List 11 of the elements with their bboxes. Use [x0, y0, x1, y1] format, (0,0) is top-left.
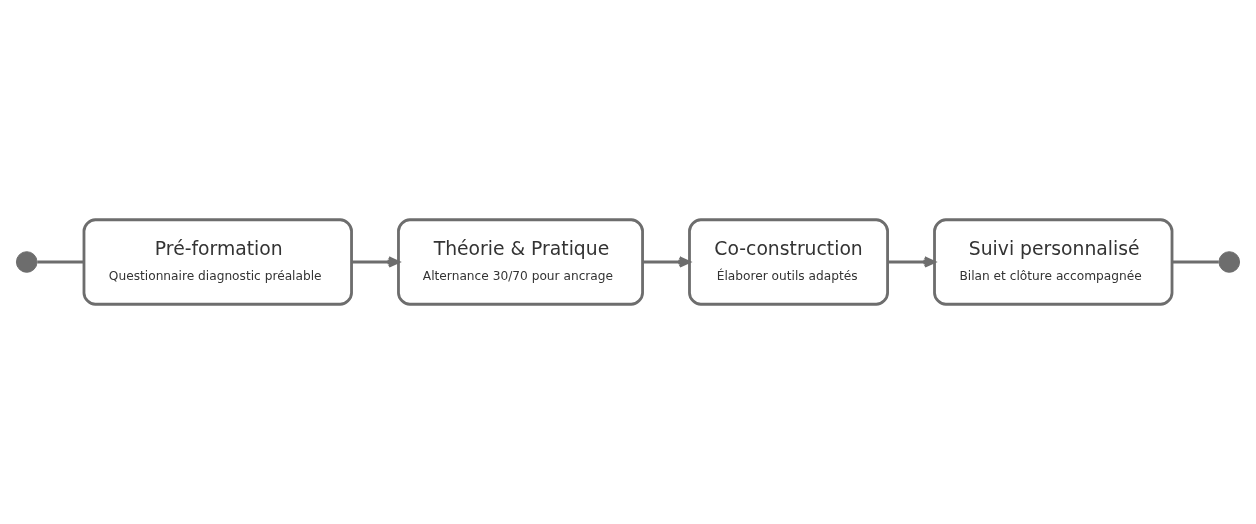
- node-box: Pré-formation Questionnaire diagnostic préalable: [82, 218, 353, 306]
- node-circle: [15, 251, 38, 273]
- arrow: [642, 256, 691, 268]
- connector: [37, 260, 84, 264]
- node-box: Suivi personnalisé Bilan et clôture accompagnée: [933, 218, 1174, 306]
- arrow: [351, 256, 400, 268]
- node-box: Théorie & Pratique Alternance 30/70 pour ancrage: [397, 218, 644, 306]
- connector: [1172, 260, 1219, 264]
- arrow: [887, 256, 936, 268]
- node-circle: [1218, 251, 1241, 273]
- node-box: Co-construction Élaborer outils adaptés: [688, 218, 889, 306]
